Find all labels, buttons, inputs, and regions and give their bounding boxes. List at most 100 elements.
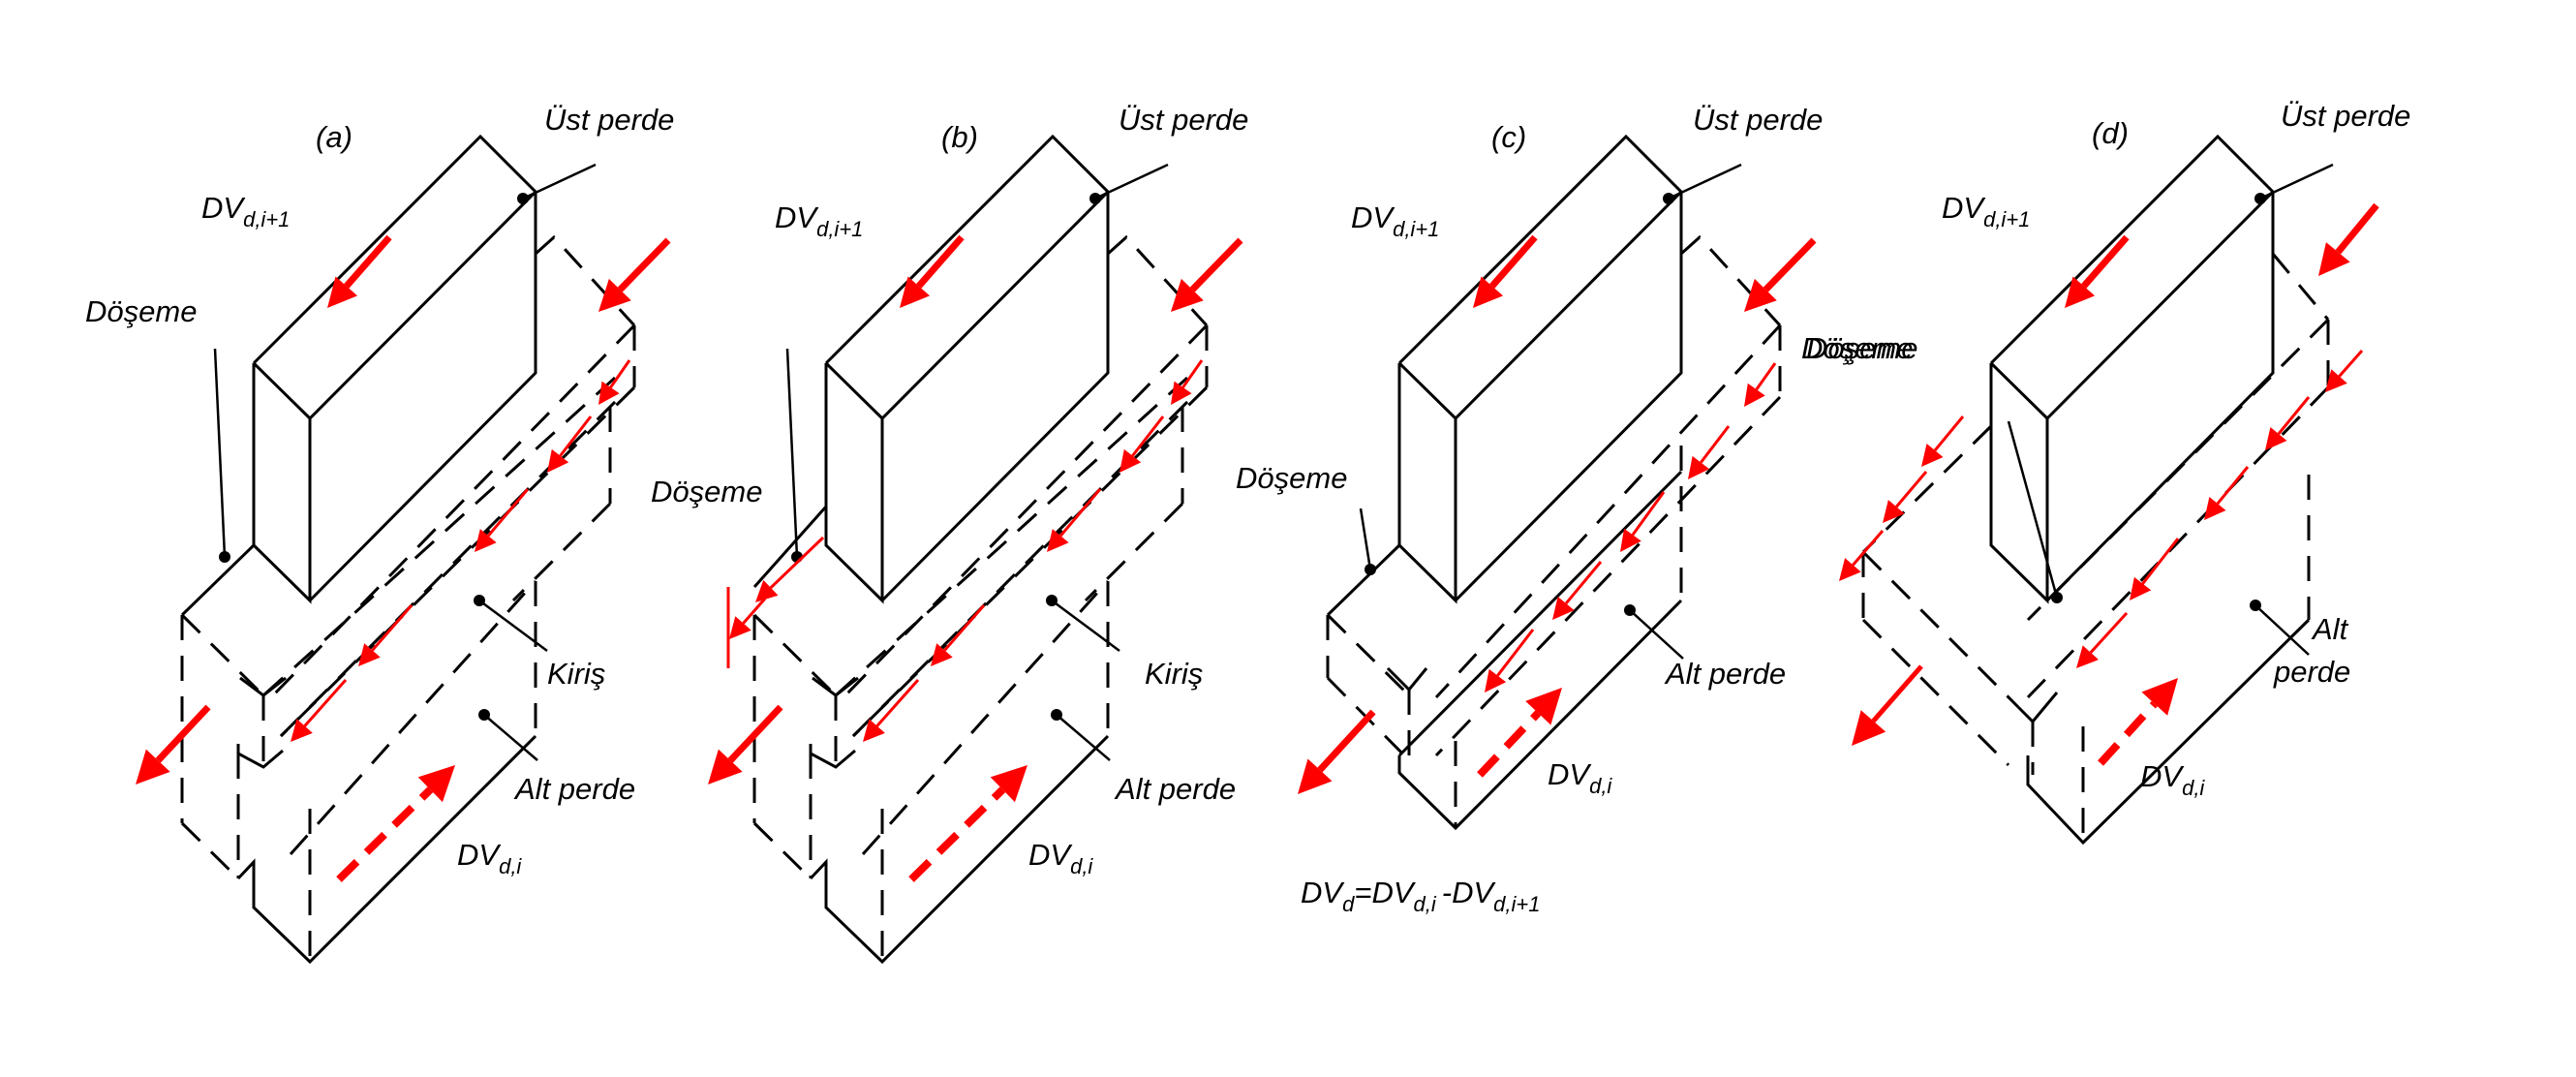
upper-wall-front-face — [2045, 192, 2275, 602]
lower-wall-front — [236, 734, 537, 965]
arrow-shaft — [943, 604, 986, 652]
arrow-shaft — [1700, 425, 1731, 464]
label-shear-upper-a: DVd,i+1 — [201, 191, 290, 231]
upper-wall-front-face — [308, 192, 537, 602]
leader-dot-beam — [474, 595, 485, 606]
arrow-shaft — [908, 786, 1006, 882]
arrow-head — [1485, 668, 1507, 692]
arrow-head — [2204, 497, 2226, 520]
slab-front-edge — [180, 543, 256, 617]
leader-dot-lower-wall — [2250, 600, 2261, 611]
panel-geometry-b — [708, 134, 1243, 965]
arrow-shaft — [371, 604, 414, 652]
slab-left-diagonal — [180, 613, 265, 697]
flow-arrow-slab-left-2 — [1883, 471, 1928, 523]
leader-lower-wall — [2254, 604, 2310, 656]
label-slab-a: Döşeme — [85, 294, 197, 328]
lower-wall-hidden-top — [861, 579, 1110, 856]
upper-wall-front-face — [880, 192, 1110, 602]
flow-arrow-slab-4 — [358, 604, 414, 666]
flow-arrow-upper-wall — [900, 234, 965, 308]
arrow-head — [2265, 427, 2287, 450]
arrow-shaft — [559, 415, 593, 457]
flow-arrow-lower-wall — [908, 765, 1027, 882]
slab-inner-edge-1 — [269, 323, 636, 699]
arrow-head — [598, 381, 620, 405]
panel-c: (c) Üst perde DVd,i+1 Döşeme Döşeme Alt … — [1236, 103, 1917, 798]
arrow-head — [598, 278, 631, 312]
panel-b: (b) Üst perde DVd,i+1 Döşeme Kiriş Alt p… — [651, 103, 1248, 878]
arrow-head — [1921, 444, 1944, 467]
leader-dot-upper-wall — [517, 193, 529, 204]
upper-wall-top-face — [1989, 134, 2276, 421]
slab-lower-left-diagonal — [1861, 618, 2010, 767]
flow-arrow-slab-2 — [1119, 415, 1165, 473]
flow-arrow-lower-wall — [336, 765, 455, 882]
upper-wall-side-face — [824, 363, 884, 604]
slab-back-edge — [1679, 234, 1782, 327]
arrow-head — [729, 616, 751, 639]
lower-wall-front — [809, 734, 1110, 965]
leader-dot-upper-wall — [1089, 193, 1101, 204]
slab-lower-left-diagonal — [752, 821, 813, 880]
lower-wall-front — [2026, 618, 2311, 846]
arrow-shaft — [1871, 664, 1923, 723]
arrow-head — [1744, 278, 1777, 312]
label-upper-wall-c: Üst perde — [1693, 103, 1823, 137]
label-slab-b: Döşeme — [651, 475, 762, 508]
geometry-layer — [136, 134, 2379, 965]
flow-arrow-slab-back — [2318, 202, 2379, 276]
arrow-head — [1525, 688, 1562, 725]
flow-arrow-slab-3 — [1047, 488, 1102, 552]
arrow-shaft — [155, 704, 211, 763]
flow-arrow-slab-back — [598, 237, 671, 312]
arrow-shaft — [2338, 350, 2364, 378]
upper-wall-front-face — [1454, 192, 1683, 602]
arrow-shaft — [1895, 471, 1928, 508]
label-lower-wall-line1-d: Alt — [2311, 612, 2349, 646]
arrow-head — [708, 749, 743, 785]
flow-arrow-lower-wall — [1477, 688, 1562, 778]
leader-lower-wall — [1629, 609, 1684, 660]
upper-wall-side-face — [1397, 363, 1457, 604]
arrow-shaft — [1933, 415, 1965, 452]
flow-arrow-slab-3 — [1620, 491, 1666, 552]
arrow-head — [2325, 369, 2347, 392]
formula-shear-difference: DVd=DVd,i-DVd,i+1 — [1301, 876, 1541, 916]
arrow-shaft — [2098, 700, 2158, 766]
arrow-head — [1744, 383, 1765, 407]
arrow-shaft — [2081, 234, 2130, 289]
arrow-head — [1047, 529, 1069, 552]
flow-arrow-slab-2 — [2265, 396, 2311, 450]
arrow-shaft — [1631, 491, 1666, 537]
arrow-head — [1473, 276, 1504, 308]
arrow-head — [990, 765, 1027, 803]
arrow-head — [2141, 678, 2178, 716]
upper-wall-side-face — [252, 363, 312, 604]
arrow-head — [2065, 276, 2096, 308]
arrow-head — [2130, 576, 2152, 600]
label-lower-wall-line2-d: perde — [2273, 655, 2350, 689]
arrow-shaft — [916, 234, 965, 289]
label-upper-wall-a: Üst perde — [544, 103, 674, 137]
flow-arrow-slab-out — [1852, 664, 1923, 746]
flow-arrow-slab-4 — [2130, 538, 2180, 600]
arrow-head — [327, 276, 358, 308]
panel-tag-b: (b) — [941, 120, 978, 154]
arrow-head — [475, 529, 497, 552]
arrow-head — [1552, 597, 1575, 620]
arrow-head — [1119, 448, 1142, 473]
label-shear-upper-c: DVd,i+1 — [1351, 200, 1439, 241]
arrow-head — [136, 749, 170, 785]
arrow-shaft — [1317, 709, 1376, 773]
lower-wall-hidden-top — [289, 579, 537, 856]
arrow-shaft — [1189, 237, 1243, 292]
flow-arrow-upper-wall — [2065, 234, 2130, 308]
panel-geometry-d — [1839, 134, 2379, 846]
flow-arrow-slab-1 — [2325, 350, 2364, 392]
leader-slab — [2007, 420, 2059, 599]
arrow-head — [900, 276, 931, 308]
flow-arrow-slab-4 — [1552, 561, 1603, 620]
arrow-head — [931, 643, 953, 666]
arrow-shaft — [769, 536, 825, 589]
